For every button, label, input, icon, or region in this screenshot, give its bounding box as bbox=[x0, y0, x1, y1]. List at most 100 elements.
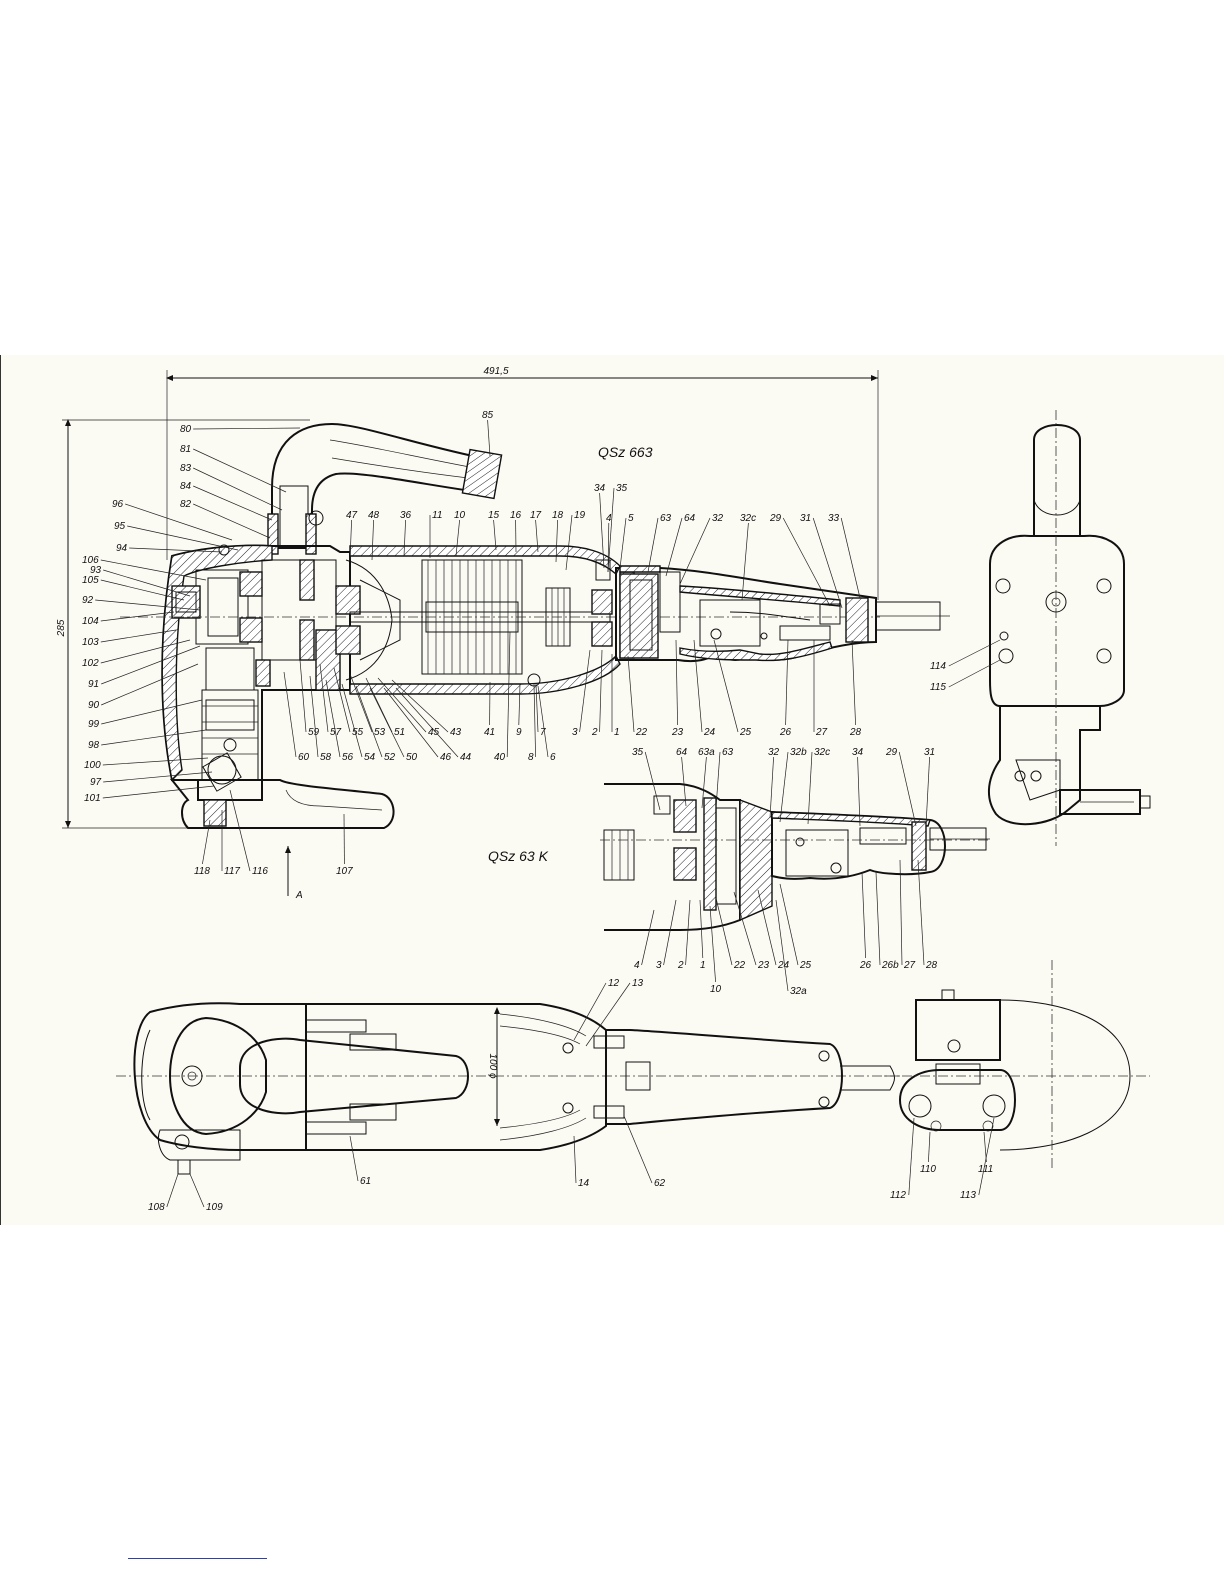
callout-leader-left-5 bbox=[95, 599, 201, 611]
drawing-sheet bbox=[0, 355, 1224, 1225]
callout-leader-bottom-19 bbox=[535, 683, 539, 733]
part-number-bottom-16: 40 bbox=[494, 752, 506, 763]
part-number-left-11: 90 bbox=[88, 700, 100, 711]
callout-leader-variant_bottom-3 bbox=[699, 899, 704, 959]
part-number-left-3: 106 bbox=[82, 555, 99, 566]
part-number-plan-3: 14 bbox=[578, 1178, 590, 1189]
callout-leader-bottom-14 bbox=[395, 687, 459, 758]
callout-leader-plan-2 bbox=[349, 1135, 359, 1182]
callout-leader-variant_top-0 bbox=[644, 751, 661, 811]
callout-leader-bottom-8 bbox=[309, 675, 319, 758]
side-view bbox=[988, 410, 1151, 846]
model-title-variant: QSz 63 K bbox=[488, 848, 549, 864]
callout-leader-top-12 bbox=[607, 522, 610, 573]
part-number-end_view-0: 110 bbox=[920, 1164, 936, 1175]
callout-leader-bottom-6 bbox=[391, 679, 449, 733]
part-number-plan-5: 108 bbox=[148, 1202, 165, 1213]
callout-leader-bottom-27 bbox=[713, 639, 739, 733]
callout-leader-top-19 bbox=[812, 517, 843, 609]
part-number-variant_bottom-7: 25 bbox=[799, 960, 812, 971]
callout-leader-top-13 bbox=[619, 517, 627, 569]
part-number-variant_top-1: 64 bbox=[676, 747, 688, 758]
callout-leader-left-12 bbox=[101, 699, 203, 725]
part-number-handle-2: 83 bbox=[180, 463, 192, 474]
callout-leader-top-0 bbox=[349, 519, 352, 561]
callout-leader-bottom-9 bbox=[325, 679, 341, 758]
part-number-variant_top-3: 63 bbox=[722, 747, 734, 758]
callout-leader-variant_bottom-13 bbox=[775, 899, 789, 992]
part-number-bottom-3: 53 bbox=[374, 727, 386, 738]
part-number-variant_bottom-5: 23 bbox=[757, 960, 770, 971]
callout-leader-top-17 bbox=[741, 522, 749, 601]
callout-leader-top-5 bbox=[493, 519, 497, 551]
callout-leader-variant_top-5 bbox=[779, 751, 789, 823]
callout-leader-variant_bottom-9 bbox=[875, 871, 881, 966]
callout-leader-bottom-4 bbox=[365, 677, 393, 733]
callout-leader-top-2 bbox=[403, 519, 406, 557]
part-number-bottom-29: 27 bbox=[815, 727, 828, 738]
callout-leader-bottom-22 bbox=[599, 649, 603, 733]
callout-leader-top-1 bbox=[371, 519, 374, 561]
callout-leader-left-4 bbox=[100, 579, 185, 601]
part-number-bottom-15: 41 bbox=[484, 727, 495, 738]
part-callouts: 9695941061059293104103102919099981009710… bbox=[82, 410, 1001, 1213]
callout-leader-variant_top-3 bbox=[715, 751, 721, 809]
callout-leader-variant_bottom-11 bbox=[917, 859, 925, 966]
callout-leader-plan-0 bbox=[573, 982, 607, 1041]
part-number-top-13: 5 bbox=[628, 513, 634, 524]
length-dimension: 491,5 bbox=[483, 366, 508, 377]
callout-leader-bottom-1 bbox=[319, 663, 329, 733]
part-number-left-0: 96 bbox=[112, 499, 124, 510]
callout-leader-left-13 bbox=[101, 729, 207, 746]
callout-leader-left-8 bbox=[100, 629, 177, 643]
callout-leader-end_view-0 bbox=[928, 1131, 931, 1163]
callout-leader-top-7 bbox=[535, 519, 539, 553]
diameter-dimension: 100 ϕ bbox=[487, 1053, 498, 1078]
part-number-top-19: 31 bbox=[800, 513, 811, 524]
part-number-bottom-22: 2 bbox=[591, 727, 598, 738]
part-number-handle-4: 82 bbox=[180, 499, 192, 510]
callout-leader-handle-4 bbox=[193, 503, 271, 539]
callout-leader-top-20 bbox=[840, 517, 861, 599]
part-number-bottom-8: 58 bbox=[320, 752, 332, 763]
part-number-bottom-2: 55 bbox=[352, 727, 364, 738]
callout-leader-end_view-3 bbox=[978, 1117, 995, 1196]
part-number-bottom-30: 28 bbox=[849, 727, 862, 738]
part-number-bottom-6: 43 bbox=[450, 727, 462, 738]
callout-leader-left-9 bbox=[100, 639, 191, 664]
part-number-top-1: 48 bbox=[368, 510, 380, 521]
callout-leader-plan-6 bbox=[189, 1173, 205, 1208]
callout-leader-bottom-28 bbox=[785, 639, 789, 726]
callout-leader-bottom-21 bbox=[579, 649, 591, 733]
part-number-bottom-18: 8 bbox=[528, 752, 534, 763]
part-number-variant_bottom-13: 32a bbox=[790, 986, 807, 997]
variant-section-view bbox=[600, 783, 990, 931]
callout-leader-left-10 bbox=[101, 645, 201, 685]
height-dimension: 285 bbox=[56, 619, 67, 637]
part-number-variant_bottom-1: 3 bbox=[656, 960, 662, 971]
part-number-end_view-3: 113 bbox=[960, 1190, 976, 1201]
part-number-bottom-20: 6 bbox=[550, 752, 556, 763]
callout-leader-left-1 bbox=[127, 525, 239, 551]
callout-leader-variant_bottom-0 bbox=[641, 909, 655, 966]
part-number-variant_top-5: 32b bbox=[790, 747, 807, 758]
callout-leader-bottom-20 bbox=[537, 685, 549, 758]
callout-leader-top-18 bbox=[782, 517, 831, 607]
part-number-bottom-14: 44 bbox=[460, 752, 472, 763]
part-number-bottom-17: 9 bbox=[516, 727, 522, 738]
part-number-handle-5: 85 bbox=[482, 410, 494, 421]
part-number-bottom-26: 24 bbox=[703, 727, 716, 738]
callout-leader-variant_bottom-5 bbox=[733, 891, 757, 966]
callout-leader-variant_top-7 bbox=[857, 756, 861, 827]
part-number-bottom-28: 26 bbox=[779, 727, 792, 738]
callout-leader-variant_top-2 bbox=[701, 756, 707, 809]
callout-leader-left-0 bbox=[125, 503, 233, 541]
part-number-variant_top-0: 35 bbox=[632, 747, 644, 758]
callout-leader-variant_bottom-8 bbox=[861, 871, 866, 959]
callout-leader-base-2 bbox=[229, 789, 251, 872]
callout-leader-bottom-2 bbox=[333, 667, 351, 733]
callout-leader-variant_top-4 bbox=[769, 756, 774, 819]
callout-leader-left-15 bbox=[103, 771, 213, 783]
main-section-view bbox=[120, 422, 950, 829]
part-number-variant_top-8: 29 bbox=[885, 747, 898, 758]
